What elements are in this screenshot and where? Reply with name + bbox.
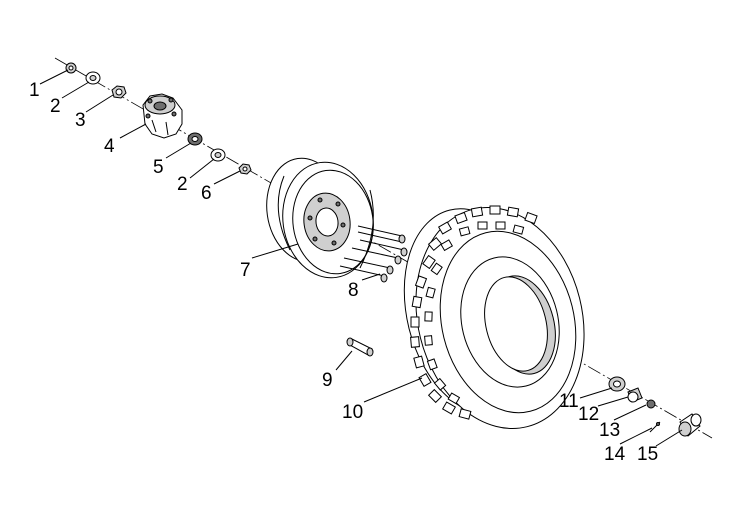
part-6-nut [238,163,252,175]
part-12-bushing [627,387,643,403]
part-2-washer-second [210,148,226,162]
part-13-nut [646,399,656,409]
callout-10: 10 [342,402,363,423]
callout-6: 6 [201,183,212,204]
part-15-cap [678,413,702,437]
leader-lines [39,69,683,447]
callout-9: 9 [322,370,333,391]
part-7-rim [266,157,374,279]
callout-13: 13 [599,420,620,441]
part-11-nut [608,376,626,392]
callout-3: 3 [75,110,86,131]
callout-12: 12 [578,404,599,425]
part-2-washer [85,71,101,85]
tread-pattern [410,205,538,420]
part-8-studs [339,225,408,283]
callout-1: 1 [29,80,40,101]
callout-14: 14 [604,444,626,465]
callout-4: 4 [104,136,115,157]
part-3-castle-nut [111,85,127,99]
part-4-wheel-hub [142,93,183,139]
part-9-valve-stem [346,337,374,357]
part-1-nut [65,62,77,74]
callout-15: 15 [637,444,658,465]
callout-labels: 1 2 3 4 5 2 6 7 8 9 10 11 12 13 14 15 [29,80,658,465]
assembly-axis [54,57,713,439]
part-5-bearing [187,132,203,146]
callout-2-second: 2 [177,174,188,195]
callout-11: 11 [559,391,579,412]
callout-8: 8 [348,280,359,301]
callout-5: 5 [153,157,164,178]
part-10-tire [403,205,585,429]
part-14-cotter-pin [649,421,661,433]
callout-2: 2 [50,96,61,117]
callout-7: 7 [240,260,251,281]
